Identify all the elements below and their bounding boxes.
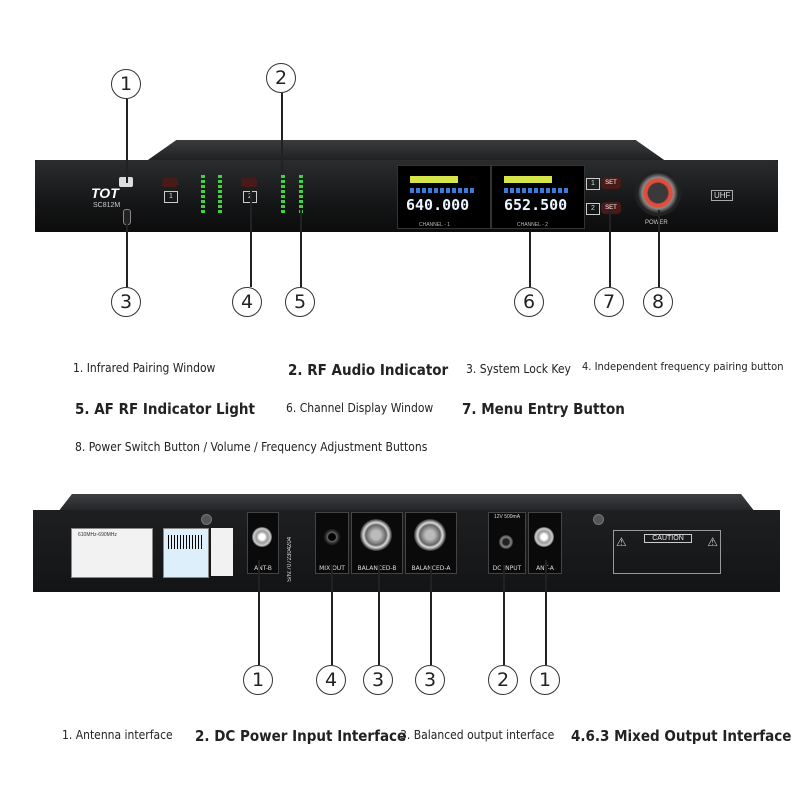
af-meter-2 [281, 175, 285, 215]
legend-rear-1: 1. Antenna interface [62, 728, 173, 742]
dc-rating: 12V 500mA [493, 514, 521, 520]
caution-label: ⚠ ⚠ CAUTION [613, 530, 721, 574]
channel-1-label: CHANNEL - 1 [419, 222, 450, 228]
pairing-button-1[interactable] [162, 178, 178, 187]
ant-b-label: ANT-B [254, 565, 272, 572]
legend-rear-3: 3. Balanced output interface [400, 728, 555, 742]
legend-rear-2: 2. DC Power Input Interface [195, 727, 407, 745]
front-callout-5: 5 [285, 287, 315, 317]
callout-line [503, 565, 505, 665]
brand-logo: TOT [91, 185, 119, 201]
balanced-b-label: BALANCED-B [357, 565, 397, 572]
qr-sticker [211, 528, 233, 576]
xlr-connector-icon [414, 519, 446, 551]
legend-front-7: 7. Menu Entry Button [462, 400, 625, 418]
display-rf-bar [504, 188, 568, 193]
screw-icon [201, 514, 212, 525]
channel-button-1[interactable]: 1 [164, 191, 178, 203]
callout-line [331, 565, 333, 665]
channel-2-display: 652.500 [491, 165, 585, 229]
jack-connector-icon [324, 529, 340, 545]
display-status-bar [410, 176, 458, 183]
dc-jack-icon [499, 535, 513, 549]
warning-triangle-icon: ⚠ [616, 535, 627, 549]
callout-line [609, 210, 611, 287]
rear-callout-dc-input: 2 [488, 665, 518, 695]
legend-front-3: 3. System Lock Key [466, 362, 571, 376]
front-callout-3: 3 [111, 287, 141, 317]
channel-2-frequency: 652.500 [504, 196, 568, 214]
bnc-connector-icon [534, 527, 554, 547]
front-callout-2: 2 [266, 63, 296, 93]
menu-channel-1[interactable]: 1 [586, 178, 600, 190]
serial-number: S/N:7072304204 [287, 536, 293, 582]
callout-line [658, 210, 660, 287]
frequency-sticker: 610MHz-690MHz [71, 528, 153, 578]
legend-front-6: 6. Channel Display Window [286, 401, 434, 415]
legend-rear-4: 4.6.3 Mixed Output Interface [571, 727, 792, 745]
rear-callout-ant-b: 1 [243, 665, 273, 695]
barcode [168, 535, 204, 549]
rear-callout-balanced-a: 3 [415, 665, 445, 695]
callout-line [300, 210, 302, 287]
uhf-badge: UHF [711, 190, 734, 201]
front-callout-7: 7 [594, 287, 624, 317]
af-meter-1 [201, 175, 205, 215]
dc-input-label: DC INPUT [492, 565, 522, 572]
rear-panel-top [58, 494, 755, 512]
power-label: POWER [645, 220, 668, 226]
balanced-b-port[interactable]: BALANCED-B [351, 512, 403, 574]
front-callout-6: 6 [514, 287, 544, 317]
xlr-connector-icon [360, 519, 392, 551]
ant-a-label: ANT-A [529, 565, 561, 572]
model-label: SC812M [93, 202, 121, 209]
callout-line [430, 565, 432, 665]
rf-meter-1 [218, 175, 222, 215]
set-button-2[interactable]: SET [601, 202, 621, 214]
legend-front-1: 1. Infrared Pairing Window [73, 361, 216, 375]
display-status-bar [504, 176, 552, 183]
front-callout-1: 1 [111, 69, 141, 99]
callout-line [378, 565, 380, 665]
front-callout-8: 8 [643, 287, 673, 317]
callout-line [126, 99, 128, 183]
dc-input-port[interactable]: 12V 500mA DC INPUT [488, 512, 526, 574]
rf-meter-2 [299, 175, 303, 215]
power-volume-knob[interactable] [635, 170, 681, 216]
bnc-connector-icon [252, 527, 272, 547]
frequency-range: 610MHz-690MHz [78, 532, 117, 538]
front-callout-4: 4 [232, 287, 262, 317]
front-panel-top [145, 140, 667, 162]
channel-2-label: CHANNEL - 2 [517, 222, 548, 228]
channel-1-frequency: 640.000 [406, 196, 470, 214]
legend-front-2: 2. RF Audio Indicator [288, 361, 449, 379]
set-button-1[interactable]: SET [601, 177, 621, 189]
channel-1-display: 640.000 [397, 165, 491, 229]
callout-line [250, 190, 252, 287]
callout-line [545, 560, 547, 665]
legend-front-4: 4. Independent frequency pairing button [582, 360, 784, 373]
callout-line [529, 232, 531, 287]
callout-line [126, 210, 128, 287]
menu-channel-2[interactable]: 2 [586, 203, 600, 215]
front-panel: TOT SC812M 1 2 640.000 CHANNEL - 1 652.5… [35, 140, 778, 232]
legend-front-8: 8. Power Switch Button / Volume / Freque… [75, 440, 428, 454]
rear-callout-balanced-b: 3 [363, 665, 393, 695]
screw-icon [593, 514, 604, 525]
callout-line [281, 93, 283, 173]
caution-title: CAUTION [644, 534, 692, 543]
legend-front-5: 5. AF RF Indicator Light [75, 400, 255, 418]
rear-callout-ant-a: 1 [530, 665, 560, 695]
display-rf-bar [410, 188, 474, 193]
callout-line [258, 560, 260, 665]
rear-callout-mix-out: 4 [316, 665, 346, 695]
pairing-button-2[interactable] [241, 178, 257, 187]
ant-b-port[interactable]: ANT-B [247, 512, 279, 574]
rear-panel: 610MHz-690MHz ANT-B S/N:7072304204 MIX O… [33, 494, 780, 592]
barcode-sticker [163, 528, 209, 578]
warning-triangle-icon: ⚠ [707, 535, 718, 549]
